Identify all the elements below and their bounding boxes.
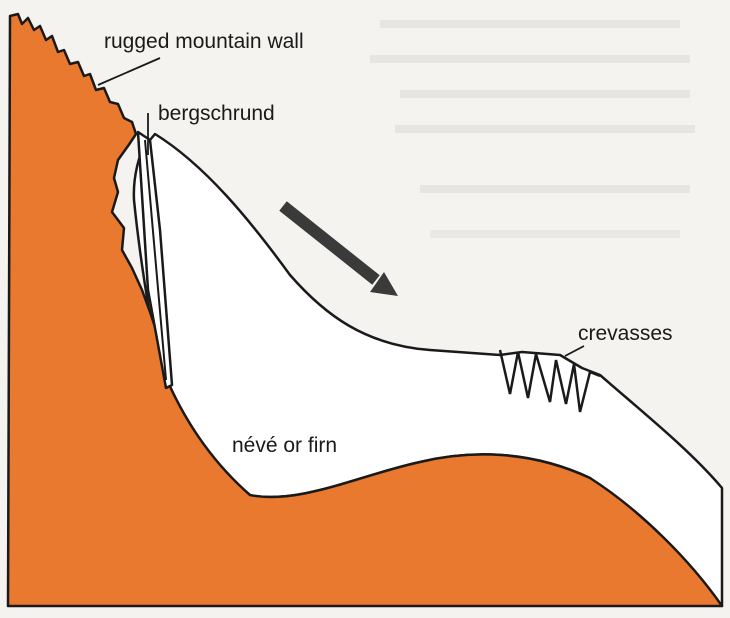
neve-label: névé or firn (232, 434, 337, 457)
bleed-through-text (370, 20, 695, 238)
crevasses-label: crevasses (578, 322, 673, 345)
crevasses-leader (565, 346, 584, 356)
bedrock-mountain (8, 14, 722, 606)
mountain-wall-leader (98, 58, 160, 85)
mountain-wall-label: rugged mountain wall (104, 30, 304, 53)
ice-flow-arrow (283, 206, 398, 296)
bergschrund-label: bergschrund (158, 102, 275, 125)
